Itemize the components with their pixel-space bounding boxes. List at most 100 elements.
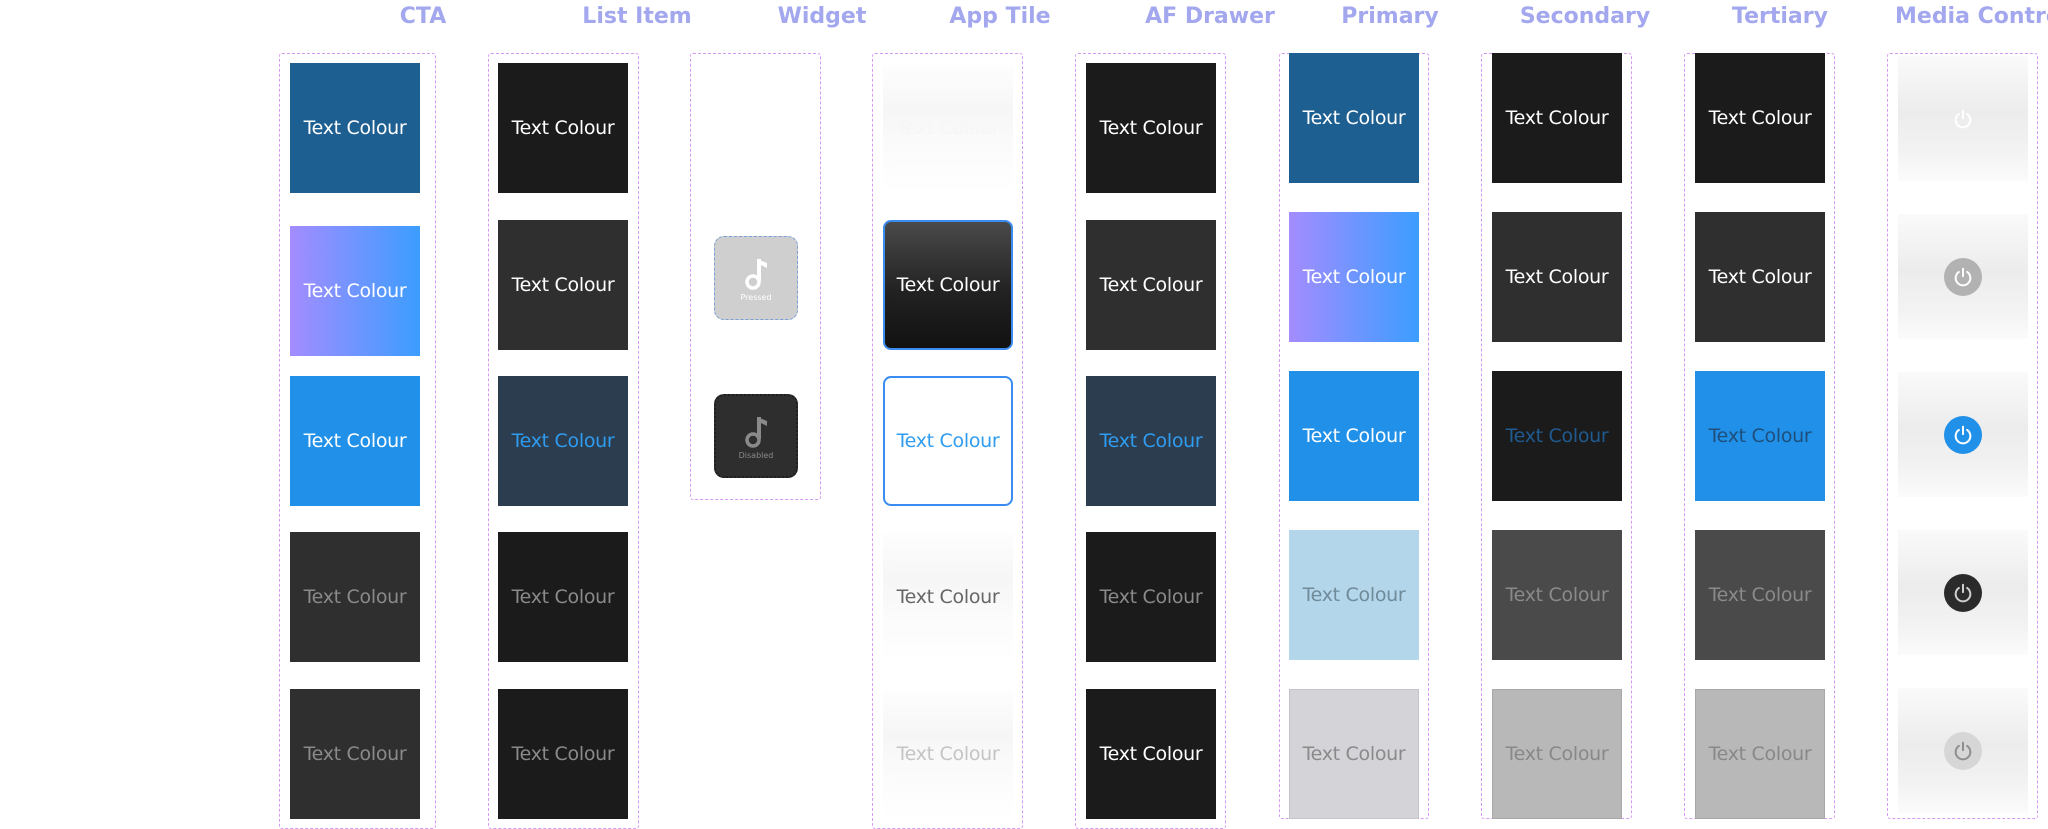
af-drawer-label: Text Colour [1099,586,1203,608]
column-title-secondary: Secondary [1519,4,1651,29]
media-control-hover[interactable] [1898,214,2028,339]
column-title-list-item: List Item [582,4,692,29]
secondary-button-default[interactable]: Text Colour [1492,53,1622,183]
media-control-active[interactable] [1898,372,2028,497]
media-control-default[interactable] [1898,56,2028,181]
column-title-app-tile: App Tile [949,4,1051,29]
list-item-label: Text Colour [511,586,615,608]
secondary-label: Text Colour [1505,425,1609,447]
secondary-label: Text Colour [1505,584,1609,606]
primary-label: Text Colour [1302,107,1406,129]
app-tile-label: Text Colour [896,274,1000,296]
tertiary-label: Text Colour [1708,107,1812,129]
app-tile-label: Text Colour [896,743,1000,765]
primary-button-default[interactable]: Text Colour [1289,53,1419,183]
widget-state-label: Pressed [740,292,772,302]
app-tile-pressed[interactable]: Text Colour [883,532,1013,662]
af-drawer-label: Text Colour [1099,274,1203,296]
power-button[interactable] [1944,415,1982,454]
list-item-default[interactable]: Text Colour [498,63,628,193]
power-button[interactable] [1944,573,1982,612]
widget-disabled[interactable]: Disabled [714,394,798,478]
tertiary-button-active[interactable]: Text Colour [1695,371,1825,501]
app-tile-default[interactable]: Text Colour [883,63,1013,193]
power-icon [1954,425,1972,444]
power-button[interactable] [1944,731,1982,770]
secondary-label: Text Colour [1505,743,1609,765]
power-icon [1954,583,1972,602]
widget-pressed[interactable]: Pressed [714,236,798,320]
media-control-column-frame [1887,53,2038,819]
tertiary-label: Text Colour [1708,425,1812,447]
af-drawer-item-disabled[interactable]: Text Colour [1086,689,1216,819]
primary-button-active[interactable]: Text Colour [1289,371,1419,501]
cta-label: Text Colour [303,117,407,139]
app-tile-hover[interactable]: Text Colour [883,220,1013,350]
tertiary-button-disabled[interactable]: Text Colour [1695,689,1825,819]
list-item-label: Text Colour [511,274,615,296]
cta-button-default[interactable]: Text Colour [290,63,420,193]
list-item-hover[interactable]: Text Colour [498,220,628,350]
tertiary-label: Text Colour [1708,266,1812,288]
primary-label: Text Colour [1302,743,1406,765]
tertiary-label: Text Colour [1708,584,1812,606]
cta-button-hover[interactable]: Text Colour [290,226,420,356]
music-note-icon [745,258,767,290]
widget-state-label: Disabled [738,450,774,460]
app-tile-disabled[interactable]: Text Colour [883,689,1013,819]
tertiary-button-default[interactable]: Text Colour [1695,53,1825,183]
media-control-pressed[interactable] [1898,530,2028,655]
tertiary-button-hover[interactable]: Text Colour [1695,212,1825,342]
column-title-cta: CTA [399,4,447,29]
tertiary-button-pressed[interactable]: Text Colour [1695,530,1825,660]
af-drawer-label: Text Colour [1099,743,1203,765]
app-tile-active[interactable]: Text Colour [883,376,1013,506]
column-title-media-control: Media Control [1895,4,2048,29]
app-tile-label: Text Colour [896,430,1000,452]
primary-button-pressed[interactable]: Text Colour [1289,530,1419,660]
primary-label: Text Colour [1302,584,1406,606]
secondary-label: Text Colour [1505,107,1609,129]
power-button[interactable] [1944,100,1982,138]
power-button[interactable] [1944,257,1982,296]
column-title-primary: Primary [1341,4,1439,29]
af-drawer-label: Text Colour [1099,430,1203,452]
list-item-pressed[interactable]: Text Colour [498,532,628,662]
power-icon [1954,267,1972,286]
media-control-disabled[interactable] [1898,688,2028,813]
primary-button-disabled[interactable]: Text Colour [1289,689,1419,819]
primary-label: Text Colour [1302,266,1406,288]
music-note-icon [745,416,767,448]
primary-label: Text Colour [1302,425,1406,447]
secondary-button-disabled[interactable]: Text Colour [1492,689,1622,819]
list-item-label: Text Colour [511,430,615,452]
list-item-disabled[interactable]: Text Colour [498,689,628,819]
af-drawer-item-active[interactable]: Text Colour [1086,376,1216,506]
cta-button-disabled[interactable]: Text Colour [290,689,420,819]
af-drawer-label: Text Colour [1099,117,1203,139]
cta-label: Text Colour [303,743,407,765]
column-title-widget: Widget [777,4,867,29]
cta-button-active[interactable]: Text Colour [290,376,420,506]
list-item-label: Text Colour [511,117,615,139]
app-tile-label: Text Colour [896,117,1000,139]
power-icon [1954,741,1972,760]
secondary-button-pressed[interactable]: Text Colour [1492,530,1622,660]
widget-column-frame [690,53,821,500]
power-icon [1954,109,1972,128]
af-drawer-item-pressed[interactable]: Text Colour [1086,532,1216,662]
list-item-label: Text Colour [511,743,615,765]
af-drawer-item-default[interactable]: Text Colour [1086,63,1216,193]
af-drawer-item-hover[interactable]: Text Colour [1086,220,1216,350]
list-item-active[interactable]: Text Colour [498,376,628,506]
column-title-af-drawer: AF Drawer [1145,4,1275,29]
cta-button-pressed[interactable]: Text Colour [290,532,420,662]
column-title-tertiary: Tertiary [1732,4,1828,29]
secondary-button-hover[interactable]: Text Colour [1492,212,1622,342]
app-tile-label: Text Colour [896,586,1000,608]
primary-button-hover[interactable]: Text Colour [1289,212,1419,342]
cta-label: Text Colour [303,280,407,302]
cta-label: Text Colour [303,430,407,452]
secondary-button-active[interactable]: Text Colour [1492,371,1622,501]
cta-label: Text Colour [303,586,407,608]
